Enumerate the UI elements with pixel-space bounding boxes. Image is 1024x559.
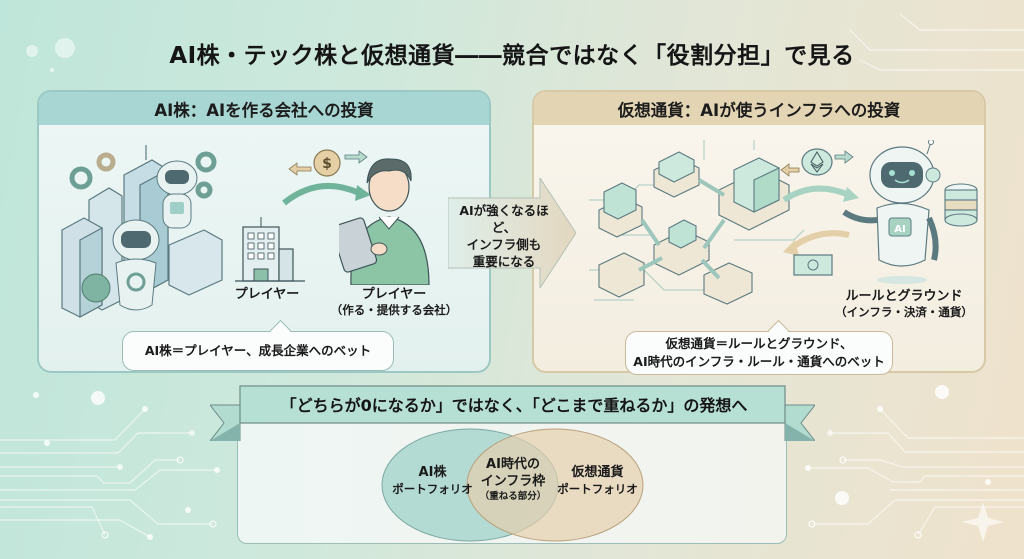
player-label: プレイヤー [234,287,300,302]
center-arrow-line1: AIが強くなるほど、 [459,203,549,235]
ai-stock-panel-header: AI株：AIを作る会社への投資 [39,92,489,125]
robot-icon [112,160,198,311]
person-with-tablet-icon [339,158,430,285]
rules-ground-subtitle: （インフラ・決済・通貨） [835,305,973,319]
venn-diagram [381,428,644,542]
buildings-robots-illustration [61,145,223,319]
center-arrow-line3: 重要になる [472,253,536,269]
cycle-arrows-icon [782,185,851,203]
svg-text:$: $ [322,156,332,172]
robot-ai-badge: AI [894,224,905,235]
ai-stock-summary-bubble: AI株＝プレイヤー、成長企業へのベット [122,331,394,371]
exchange-arrows-icon [834,150,854,164]
crypto-panel: 仮想通貨：AIが使うインフラへの投資 [532,90,986,373]
crypto-summary-line2: AI時代のインフラ・ルール・通貨へのベット [633,354,885,369]
ethereum-coin-icon [801,148,833,176]
venn-center-line1: AI時代の [486,457,540,472]
crypto-summary-line1: 仮想通貨＝ルールとグラウンド、 [665,335,853,351]
ribbon-banner [210,385,815,441]
venn-center-subtitle: （重ねる部分） [479,490,547,502]
center-arrow-icon [448,178,576,288]
ribbon-text: 「どちらが0になるか」ではなく、「どこまで重ねるか」の発想へ [280,396,748,415]
rules-ground-title: ルールとグラウンド [845,289,963,304]
center-arrow-line2: インフラ側も [466,236,542,252]
player-maker-subtitle: （作る・提供する会社） [330,303,458,317]
robot-icon [842,140,941,284]
bush-icon [81,273,111,303]
dollar-coin-exchange-illustration: $ [282,149,371,206]
network-blocks-icon [589,140,805,305]
venn-right-title: 仮想通貨 [571,465,624,480]
banknote-icon [793,254,833,276]
dollar-coin-icon [313,149,341,177]
gear-icon [69,151,217,199]
venn-center-line2: インフラ枠 [480,473,546,489]
rules-ground-label: ルールとグラウンド （インフラ・決済・通貨） [834,285,974,320]
venn-right-label: 仮想通貨 ポートフォリオ [550,465,645,497]
crypto-summary-bubble: 仮想通貨＝ルールとグラウンド、 AI時代のインフラ・ルール・通貨へのベット [625,331,893,375]
database-icon [944,183,978,227]
exchange-arrows-icon [344,150,368,164]
crypto-robot-illustration: AI [780,140,978,284]
ai-stock-panel-body: $ プレイヤー プレイヤー （作る・提供する会社） [39,125,489,371]
office-building-icon [235,217,305,282]
venn-right-circle [466,428,644,542]
venn-left-subtitle: ポートフォリオ [392,481,473,496]
player-maker-title: プレイヤー [361,287,427,302]
player-maker-label: プレイヤー （作る・提供する会社） [329,283,459,318]
crypto-panel-header: 仮想通貨：AIが使うインフラへの投資 [534,92,984,125]
venn-left-title: AI株 [418,465,447,480]
venn-center-label: AI時代の インフラ枠 （重ねる部分） [468,457,558,503]
ai-stock-panel: AI株：AIを作る会社への投資 [37,90,491,373]
center-arrow-text: AIが強くなるほど、 インフラ側も 重要になる [448,203,560,271]
page-title: AI株・テック株と仮想通貨――競合ではなく「役割分担」で見る [169,43,855,69]
venn-right-subtitle: ポートフォリオ [557,481,638,496]
crypto-panel-body: AI ルールとグラウンド （インフラ・決済・通貨） [534,125,984,371]
venn-left-label: AI株 ポートフォリオ [385,465,480,497]
